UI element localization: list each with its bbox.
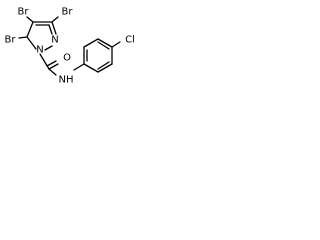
atom-bromine-left: Br [5, 35, 17, 46]
bond-ar3-ar4 [97, 38, 113, 48]
chemical-structure: Br Br Br N N O NH Cl [5, 7, 135, 86]
atom-bromine-top-right: Br [62, 7, 74, 18]
atom-amide-nh: NH [59, 75, 74, 86]
bond-n2-n1 [44, 45, 53, 51]
bond-n1-carbonyl [39, 53, 50, 70]
bond-ar-inner-c [97, 61, 110, 70]
bond-nh-aryl [73, 63, 85, 71]
bond-carbonyl-nh [48, 68, 57, 76]
bond-c5-c4 [26, 21, 34, 38]
bond-carbonyl-o [48, 63, 59, 70]
atom-nitrogen-ring-upper: N [51, 35, 58, 46]
bond-ar2-ar3 [83, 38, 99, 48]
atom-oxygen: O [63, 53, 71, 64]
bond-c3-n2 [51, 21, 57, 35]
bond-ar5-ar6 [97, 63, 113, 73]
bond-set [18, 16, 121, 76]
bond-ar-inner-b [97, 41, 110, 50]
bond-ar-cl [111, 41, 121, 48]
bond-c5-br [18, 36, 28, 39]
bond-carbonyl-o-inner [46, 60, 57, 67]
atom-chlorine: Cl [125, 35, 135, 46]
bond-c4-br [26, 16, 34, 23]
atom-bromine-top-left: Br [18, 7, 30, 18]
bond-c3-br [51, 16, 59, 23]
bond-ar6-ar1 [83, 63, 99, 73]
bond-n1-c5 [26, 36, 37, 50]
atom-nitrogen-ring-lower: N [36, 45, 43, 56]
bond-c3-n2-inner [48, 24, 53, 35]
